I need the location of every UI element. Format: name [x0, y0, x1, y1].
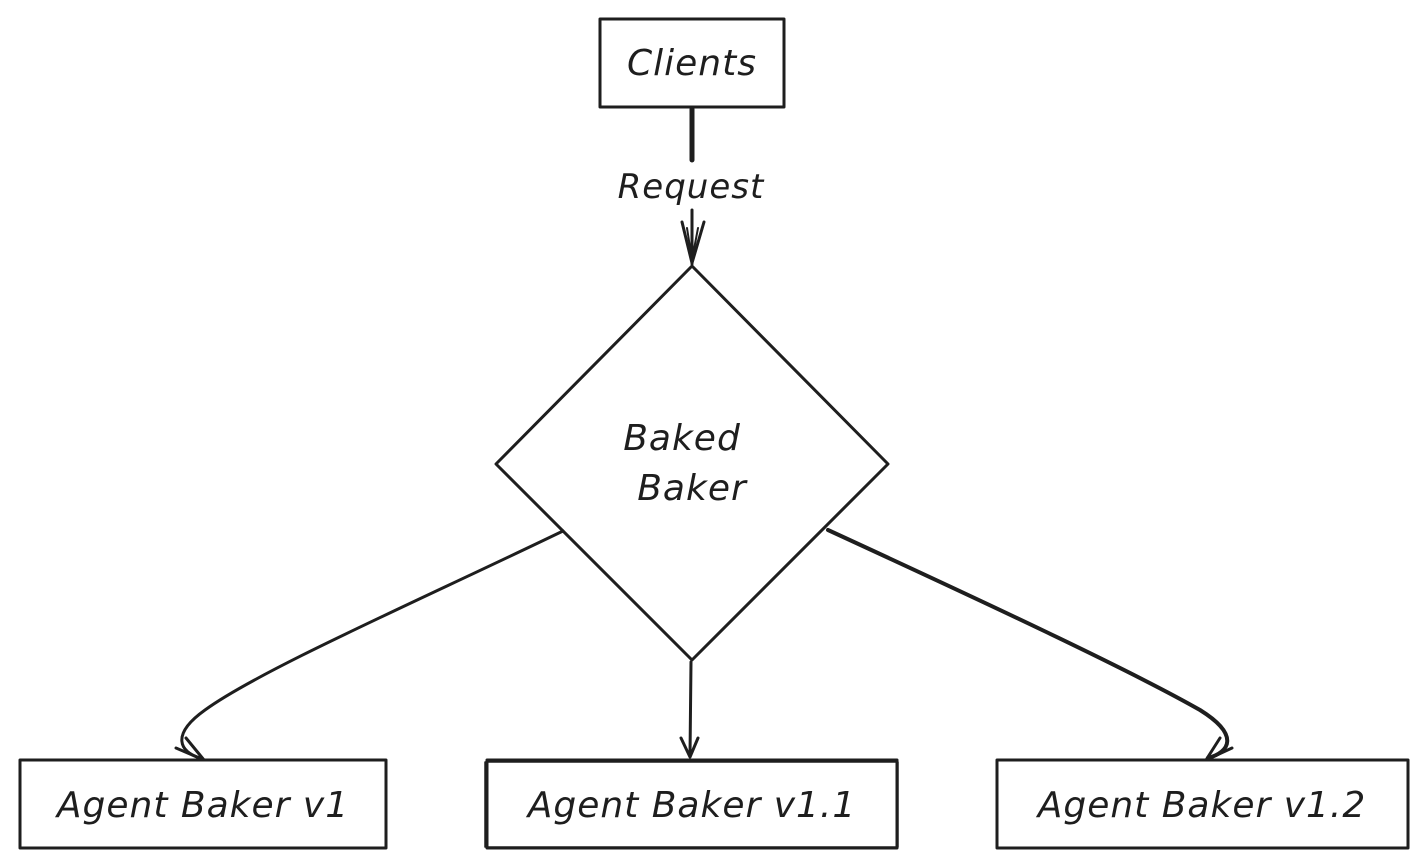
edge-to-agent-v1 [174, 529, 565, 762]
agent-baker-v12-label: Agent Baker v1.2 [1036, 785, 1367, 826]
request-label: Request [618, 167, 765, 207]
agent-baker-v1-label: Agent Baker v1 [55, 785, 349, 826]
request-arrowhead-inner [686, 227, 699, 261]
agent-baker-v1-node[interactable]: Agent Baker v1 [18, 758, 388, 850]
edge-to-agent-v1-arrowhead [174, 736, 206, 762]
clients-node[interactable]: Clients [598, 17, 786, 109]
request-arrowhead [680, 220, 706, 265]
edge-to-agent-v12-line [826, 528, 1230, 760]
agent-baker-v12-node[interactable]: Agent Baker v1.2 [995, 758, 1410, 850]
clients-label: Clients [627, 43, 757, 84]
baked-baker-node[interactable]: Baked Baker [494, 264, 890, 662]
baked-baker-label-line1: Baked [623, 418, 741, 459]
baked-baker-label-line2: Baker [637, 468, 748, 509]
edge-to-agent-v11-arrowhead [679, 736, 700, 759]
edge-to-agent-v11 [679, 660, 700, 759]
agent-baker-v11-label: Agent Baker v1.1 [526, 785, 857, 826]
agent-baker-v11-node[interactable]: Agent Baker v1.1 [484, 758, 899, 850]
request-edge: Request [618, 106, 765, 266]
edge-to-agent-v12 [826, 528, 1234, 762]
edge-to-agent-v1-line [180, 529, 565, 760]
edge-to-agent-v11-line [688, 660, 693, 758]
